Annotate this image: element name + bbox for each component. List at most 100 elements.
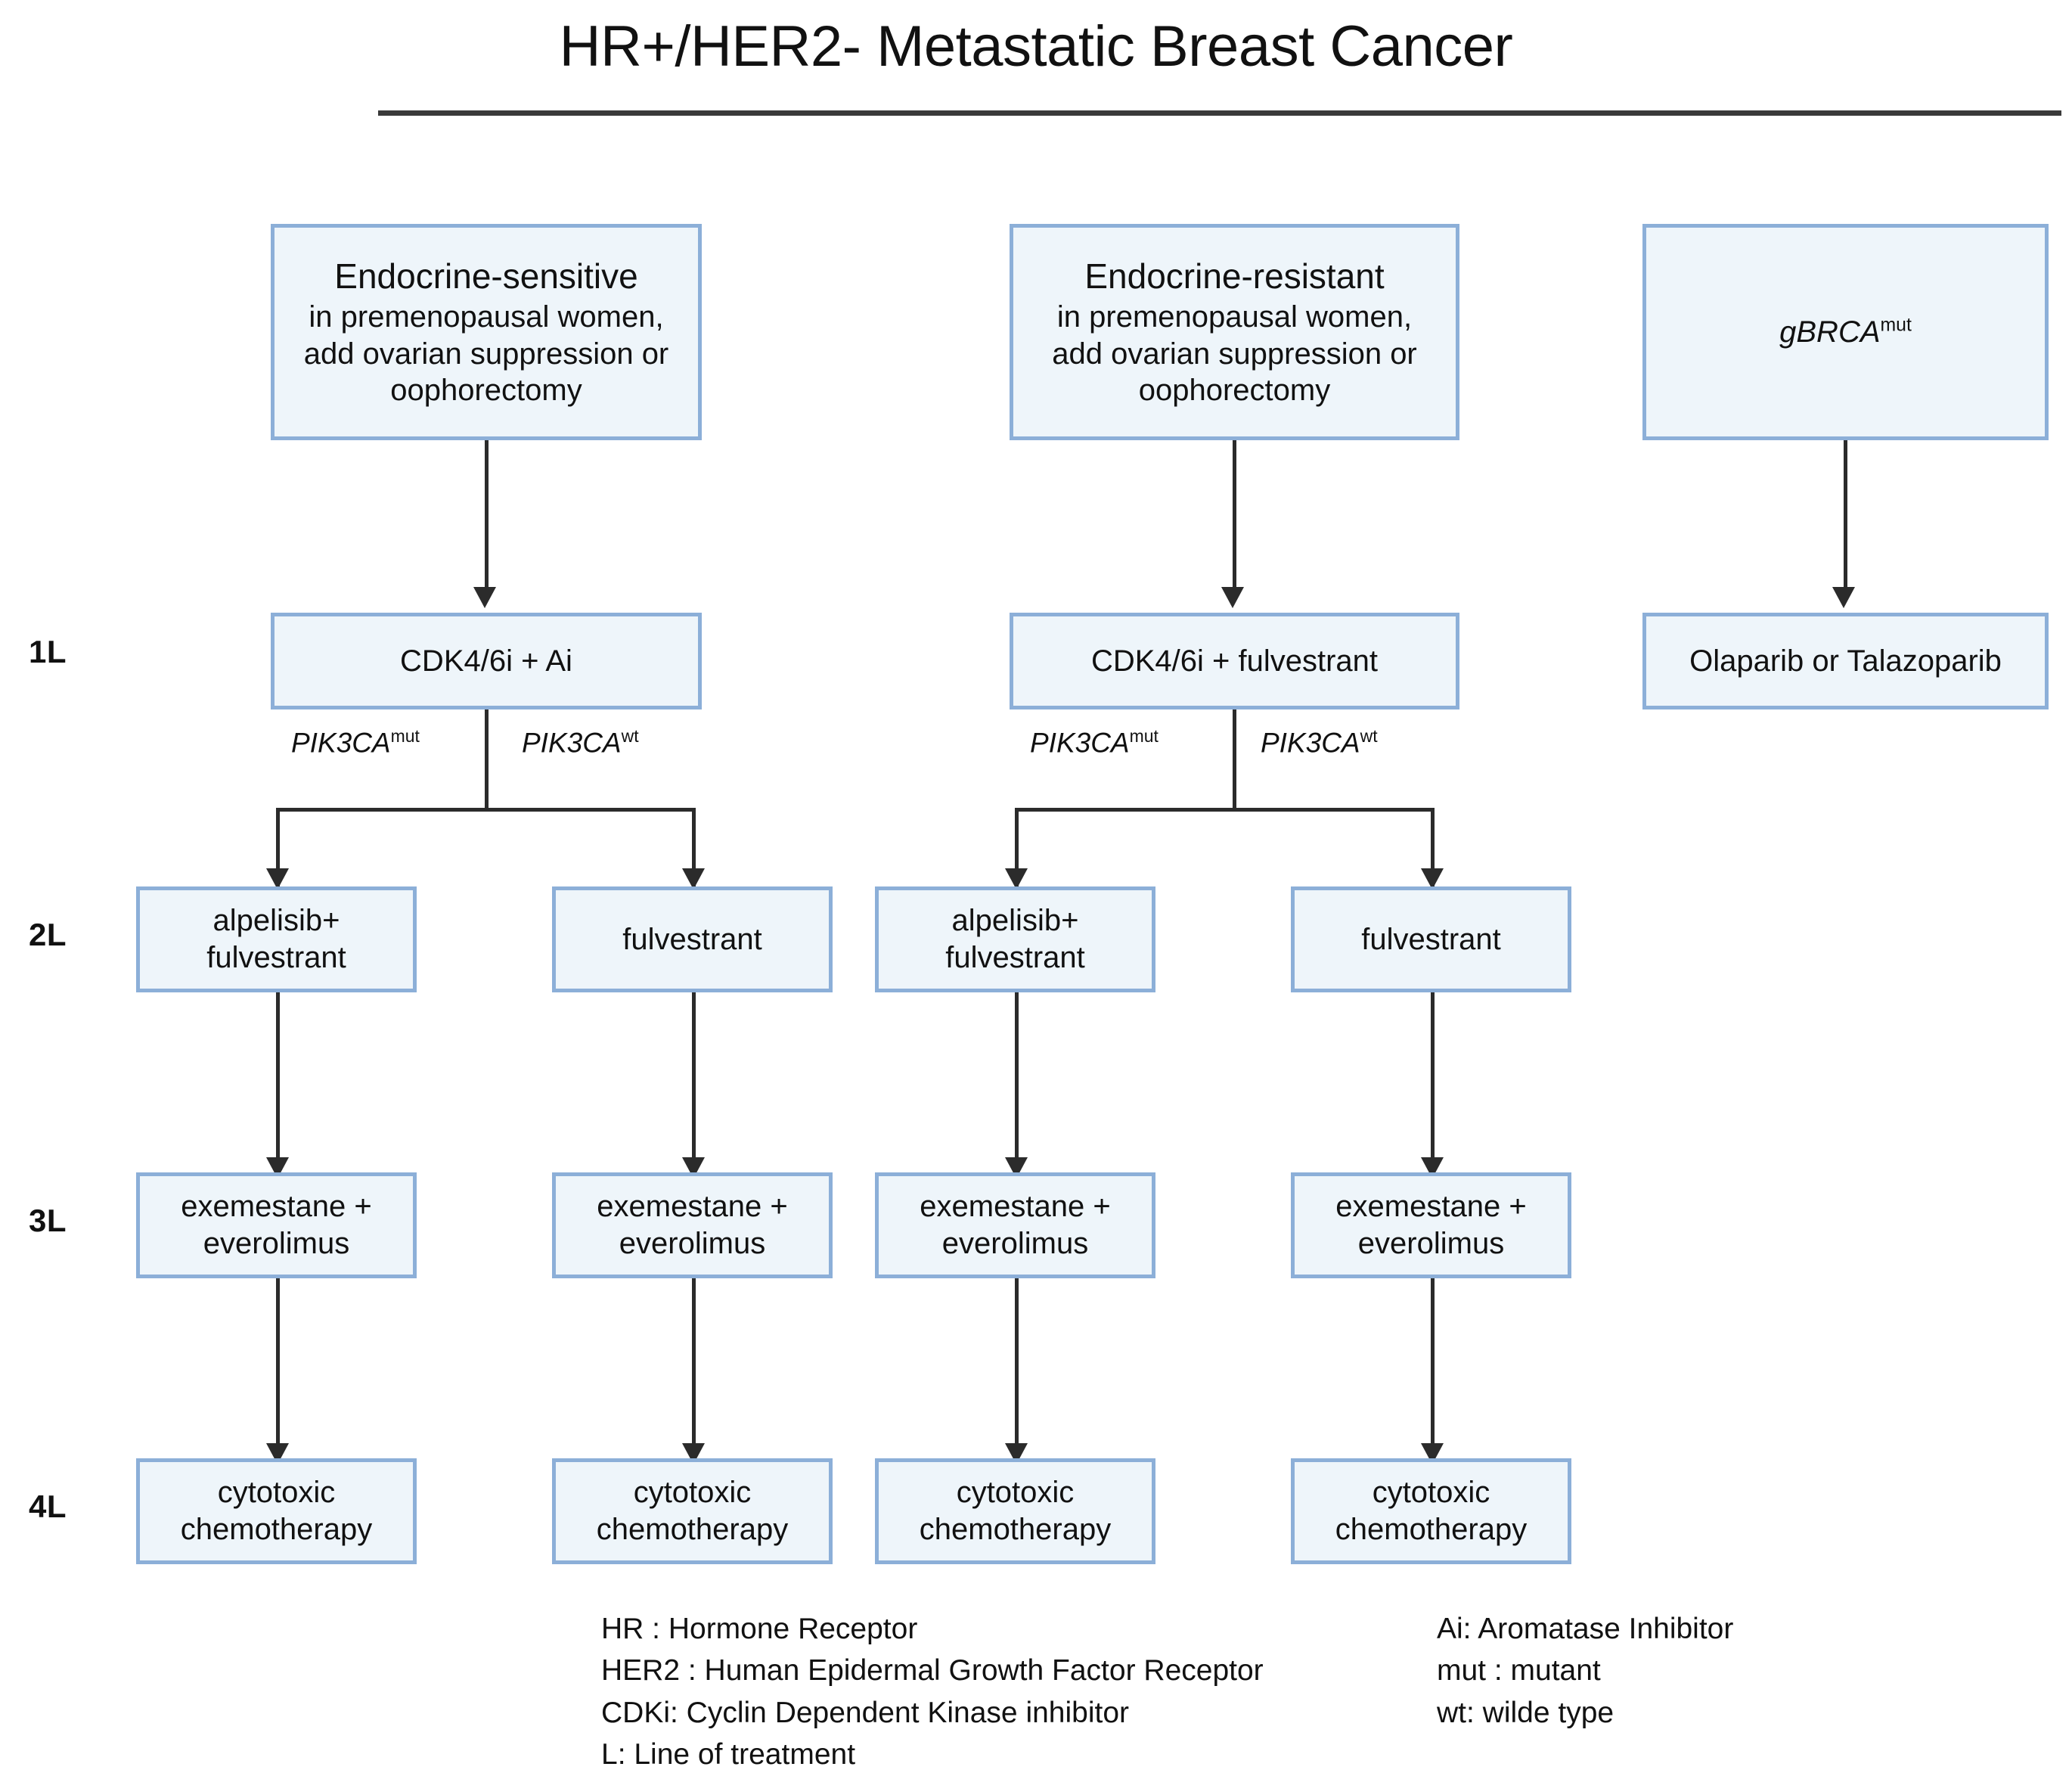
node-olaparib-talazoparib[interactable]: Olaparib or Talazoparib (1642, 613, 2049, 709)
node-label-line-2: fulvestrant (206, 941, 346, 974)
connector-branch1-right-drop (692, 808, 696, 890)
node-label-line-1: alpelisib+ (212, 904, 340, 938)
connector-2l-to-3l-1 (276, 992, 280, 1160)
node-3l-exemestane-everolimus-3[interactable]: exemestane + everolimus (875, 1172, 1155, 1278)
gene-superscript: mut (1880, 315, 1912, 336)
branch-label-pik3ca-wt-1: PIK3CAwt (522, 726, 639, 759)
node-2l-fulvestrant-1[interactable]: fulvestrant (552, 886, 833, 992)
arrowhead-branch2-right (1421, 868, 1444, 890)
connector-sensitive-to-1l (485, 440, 489, 590)
node-label-line-2: everolimus (1357, 1227, 1505, 1260)
arrowhead-branch2-left (1005, 868, 1028, 890)
page-title: HR+/HER2- Metastatic Breast Cancer (559, 14, 1513, 79)
arrowhead-resistant-to-1l (1221, 587, 1244, 608)
node-label-line-2: everolimus (203, 1227, 350, 1260)
node-2l-alpelisib-fulvestrant-2[interactable]: alpelisib+ fulvestrant (875, 886, 1155, 992)
node-3l-exemestane-everolimus-2[interactable]: exemestane + everolimus (552, 1172, 833, 1278)
node-label-line-2: chemotherapy (180, 1513, 373, 1546)
title-divider (378, 110, 2061, 116)
gene-name: PIK3CA (1030, 727, 1130, 759)
connector-branch1-stem (485, 709, 489, 809)
gene-superscript: wt (621, 726, 639, 746)
node-body-line-3: oophorectomy (390, 374, 582, 408)
legend-item-l: L: Line of treatment (601, 1738, 856, 1771)
node-4l-cytotoxic-chemotherapy-3[interactable]: cytotoxic chemotherapy (875, 1458, 1155, 1564)
node-label-line-1: fulvestrant (1361, 922, 1501, 956)
node-label: Olaparib or Talazoparib (1689, 644, 2002, 678)
connector-2l-to-3l-3 (1015, 992, 1019, 1160)
node-endocrine-resistant[interactable]: Endocrine-resistant in premenopausal wom… (1010, 224, 1459, 440)
node-label-line-1: exemestane + (1335, 1190, 1527, 1224)
legend-left-column: HR : Hormone Receptor HER2 : Human Epide… (601, 1608, 1264, 1776)
node-cdk46i-ai[interactable]: CDK4/6i + Ai (271, 613, 702, 709)
node-label-line-1: cytotoxic (956, 1476, 1075, 1510)
node-3l-exemestane-everolimus-4[interactable]: exemestane + everolimus (1291, 1172, 1571, 1278)
connector-gbrca-to-1l (1844, 440, 1847, 590)
branch-label-pik3ca-mut-2: PIK3CAmut (1030, 726, 1159, 759)
connector-branch2-right-drop (1431, 808, 1435, 890)
node-4l-cytotoxic-chemotherapy-2[interactable]: cytotoxic chemotherapy (552, 1458, 833, 1564)
connector-3l-to-4l-1 (276, 1278, 280, 1446)
gene-name: PIK3CA (291, 727, 391, 759)
node-heading: Endocrine-sensitive (334, 256, 638, 296)
node-label-line-2: fulvestrant (945, 941, 1085, 974)
arrowhead-gbrca-to-1l (1832, 587, 1855, 608)
node-label-line-2: everolimus (619, 1227, 766, 1260)
gene-name: PIK3CA (1261, 727, 1360, 759)
legend-item-mut: mut : mutant (1437, 1654, 1601, 1688)
line-label-2l: 2L (29, 917, 67, 952)
line-label-1l: 1L (29, 634, 67, 669)
legend-item-ai: Ai: Aromatase Inhibitor (1437, 1613, 1734, 1645)
connector-2l-to-3l-4 (1431, 992, 1435, 1160)
node-endocrine-sensitive[interactable]: Endocrine-sensitive in premenopausal wom… (271, 224, 702, 440)
node-2l-alpelisib-fulvestrant-1[interactable]: alpelisib+ fulvestrant (136, 886, 417, 992)
node-label-line-2: chemotherapy (919, 1513, 1112, 1546)
line-label-3l: 3L (29, 1203, 67, 1238)
connector-3l-to-4l-2 (692, 1278, 696, 1446)
node-label-line-2: chemotherapy (596, 1513, 789, 1546)
connector-branch1-left-drop (276, 808, 280, 890)
legend-item-hr: HR : Hormone Receptor (601, 1613, 918, 1645)
connector-3l-to-4l-4 (1431, 1278, 1435, 1446)
node-body-line-1: in premenopausal women, (1056, 300, 1413, 334)
node-label-line-1: cytotoxic (633, 1476, 752, 1510)
node-4l-cytotoxic-chemotherapy-1[interactable]: cytotoxic chemotherapy (136, 1458, 417, 1564)
connector-2l-to-3l-2 (692, 992, 696, 1160)
node-body-line-1: in premenopausal women, (309, 300, 664, 334)
node-cdk46i-fulvestrant[interactable]: CDK4/6i + fulvestrant (1010, 613, 1459, 709)
node-3l-exemestane-everolimus-1[interactable]: exemestane + everolimus (136, 1172, 417, 1278)
node-body-line-3: oophorectomy (1138, 374, 1331, 408)
node-label-line-1: alpelisib+ (951, 904, 1079, 938)
node-label: CDK4/6i + fulvestrant (1090, 644, 1379, 678)
node-gbrca-mut[interactable]: gBRCAmut (1642, 224, 2049, 440)
node-heading: Endocrine-resistant (1084, 256, 1385, 296)
legend-right-column: Ai: Aromatase Inhibitor mut : mutant wt:… (1437, 1608, 1733, 1734)
gene-superscript: mut (1129, 726, 1159, 746)
connector-3l-to-4l-3 (1015, 1278, 1019, 1446)
gene-superscript: wt (1360, 726, 1378, 746)
node-label-line-2: chemotherapy (1335, 1513, 1528, 1546)
branch-label-pik3ca-wt-2: PIK3CAwt (1261, 726, 1378, 759)
connector-branch2-stem (1233, 709, 1236, 809)
connector-resistant-to-1l (1233, 440, 1236, 590)
node-label-line-1: exemestane + (920, 1190, 1111, 1224)
gene-name: gBRCA (1779, 315, 1881, 349)
gene-superscript: mut (390, 726, 420, 746)
arrowhead-sensitive-to-1l (473, 587, 496, 608)
connector-branch2-left-drop (1015, 808, 1019, 890)
connector-branch1-bar (276, 808, 696, 812)
node-body-line-2: add ovarian suppression or (1052, 337, 1417, 371)
legend-item-her2: HER2 : Human Epidermal Growth Factor Rec… (601, 1654, 1264, 1688)
node-label-line-1: cytotoxic (1372, 1476, 1490, 1510)
node-4l-cytotoxic-chemotherapy-4[interactable]: cytotoxic chemotherapy (1291, 1458, 1571, 1564)
node-label-line-1: exemestane + (597, 1190, 788, 1224)
node-label-line-1: cytotoxic (217, 1476, 336, 1510)
node-body-line-2: add ovarian suppression or (303, 337, 669, 371)
gene-name: PIK3CA (522, 727, 622, 759)
node-label-line-1: fulvestrant (622, 922, 762, 956)
node-label: CDK4/6i + Ai (400, 644, 572, 678)
node-label-line-2: everolimus (941, 1227, 1089, 1260)
node-2l-fulvestrant-2[interactable]: fulvestrant (1291, 886, 1571, 992)
legend-item-wt: wt: wilde type (1437, 1696, 1614, 1729)
line-label-4l: 4L (29, 1489, 67, 1524)
